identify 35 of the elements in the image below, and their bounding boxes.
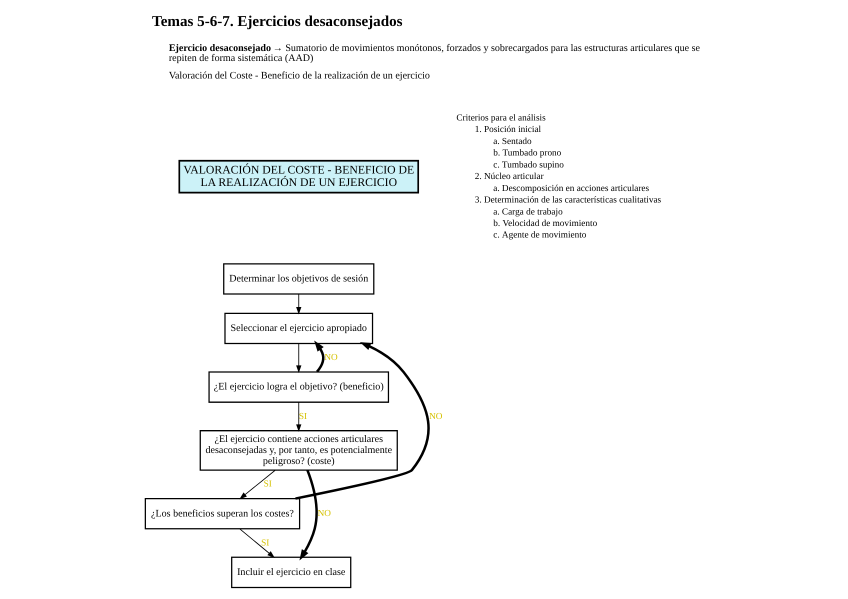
label: 3. Determinación de las características cualitativas bbox=[474, 194, 661, 205]
arrow bbox=[296, 402, 301, 432]
label: Valoración del Coste - Beneficio de la realización de un ejercicio bbox=[168, 70, 430, 82]
label: Ejercicio desaconsejado → Sumatorio de movimientos monótonos, forzados y sobrecargados para las estructuras articulares que se repiten de forma sistemática (AAD) bbox=[168, 43, 700, 64]
node-box: Incluir el ejercicio en clase bbox=[230, 556, 351, 588]
arrow bbox=[238, 528, 274, 558]
label: b. Tumbado prono bbox=[492, 148, 561, 158]
label: a. Sentado bbox=[492, 136, 532, 146]
edge-label: NO bbox=[317, 508, 330, 518]
label: a. Descomposición en acciones articulares bbox=[492, 182, 649, 193]
label: Criterios para el análisis bbox=[456, 112, 546, 122]
label: c. Tumbado supino bbox=[492, 159, 564, 170]
label: 2. Núcleo articular bbox=[474, 171, 544, 182]
arrow bbox=[296, 294, 301, 315]
edge-label: SI bbox=[298, 410, 307, 421]
edge-label: SI bbox=[260, 537, 269, 548]
edge-label: SI bbox=[263, 478, 272, 489]
arrow bbox=[294, 342, 430, 500]
label: 1. Posición inicial bbox=[474, 124, 541, 134]
edge-label: NO bbox=[428, 410, 442, 421]
diagram-title: Temas 5-6-7. Ejercicios desaconsejados bbox=[152, 14, 402, 30]
arrow bbox=[298, 470, 318, 560]
label: c. Agente de movimiento bbox=[492, 230, 586, 240]
arrow bbox=[238, 470, 275, 500]
label: a. Carga de trabajo bbox=[492, 206, 562, 216]
node-box: ¿Los beneficios superan los costes? bbox=[144, 498, 300, 530]
arrow bbox=[314, 340, 324, 373]
edge-label: NO bbox=[324, 352, 338, 362]
node-box: ¿El ejercicio logra el objetivo? (beneficio) bbox=[208, 371, 389, 403]
label: b. Velocidad de movimiento bbox=[492, 218, 597, 228]
node-box: VALORACIÓN DEL COSTE - BENEFICIO DE LA REALIZACIÓN DE UN EJERCICIO bbox=[178, 160, 419, 194]
node-box: ¿El ejercicio contiene acciones articulares desaconsejadas y, por tanto, es potencialmente peligroso? (coste) bbox=[199, 430, 398, 471]
node-box: Seleccionar el ejercicio apropiado bbox=[224, 312, 373, 344]
arrow bbox=[296, 343, 301, 373]
node-box: Determinar los objetivos de sesión bbox=[222, 263, 374, 295]
